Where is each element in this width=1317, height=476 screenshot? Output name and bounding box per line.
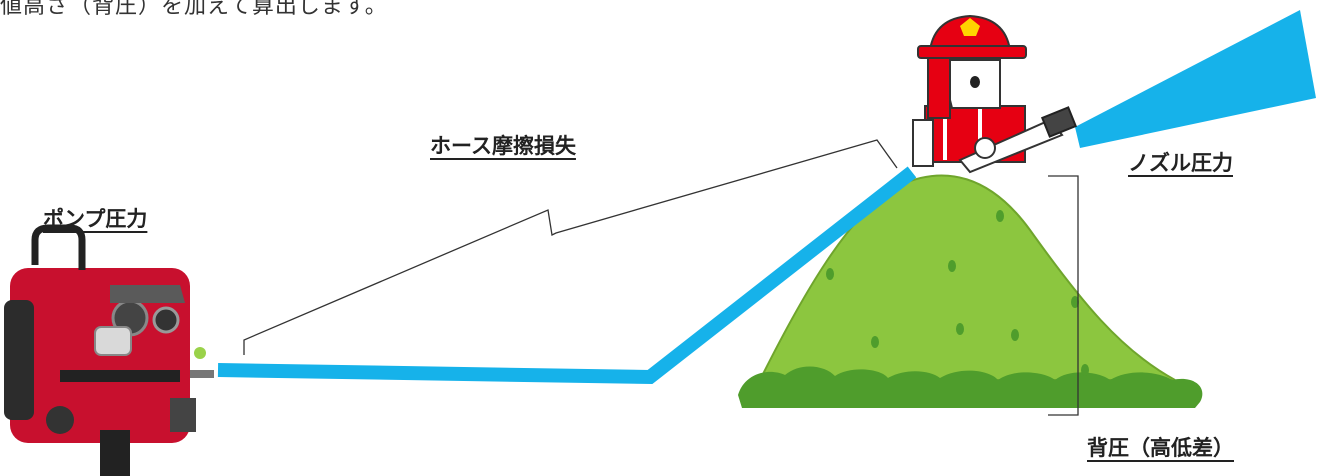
fire-pump-icon <box>4 224 214 476</box>
brace-icon <box>243 139 898 355</box>
hose-line <box>217 166 917 385</box>
header-text: 値高さ（背圧）を加えて算出します。 <box>0 0 388 19</box>
nozzle-pressure-label: ノズル圧力 <box>1128 151 1233 175</box>
water-spray-icon <box>1075 10 1316 148</box>
pump-pressure-label: ポンプ圧力 <box>43 207 148 231</box>
hose-friction-loss-label: ホース摩擦損失 <box>430 134 576 158</box>
firefighter-icon <box>912 14 1078 174</box>
back-pressure-bracket <box>1048 175 1079 416</box>
back-pressure-label: 背圧（高低差） <box>1087 436 1234 460</box>
hill-icon <box>738 174 1203 408</box>
